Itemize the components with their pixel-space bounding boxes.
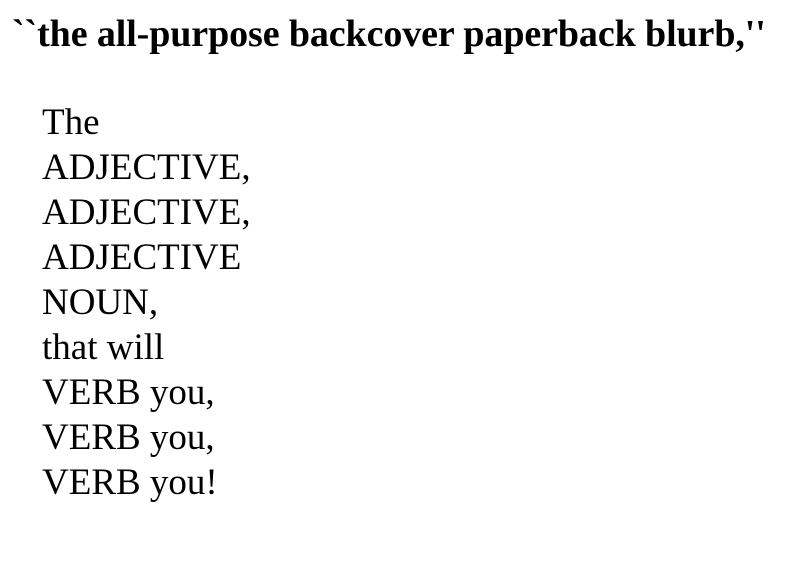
verse-line: that will <box>42 327 165 368</box>
verse-line: VERB you, <box>42 372 215 413</box>
verse-line: ADJECTIVE, <box>42 147 251 188</box>
verse-block: The ADJECTIVE, ADJECTIVE, ADJECTIVE NOUN… <box>42 100 742 505</box>
verse-line: NOUN, <box>42 282 159 323</box>
verse-line: VERB you! <box>42 462 218 503</box>
verse-line: VERB you, <box>42 417 215 458</box>
page-headline: ``the all-purpose backcover paperback bl… <box>12 13 766 55</box>
verse-line: ADJECTIVE, <box>42 192 251 233</box>
verse-line: The <box>42 102 100 143</box>
verse-line: ADJECTIVE <box>42 237 242 278</box>
